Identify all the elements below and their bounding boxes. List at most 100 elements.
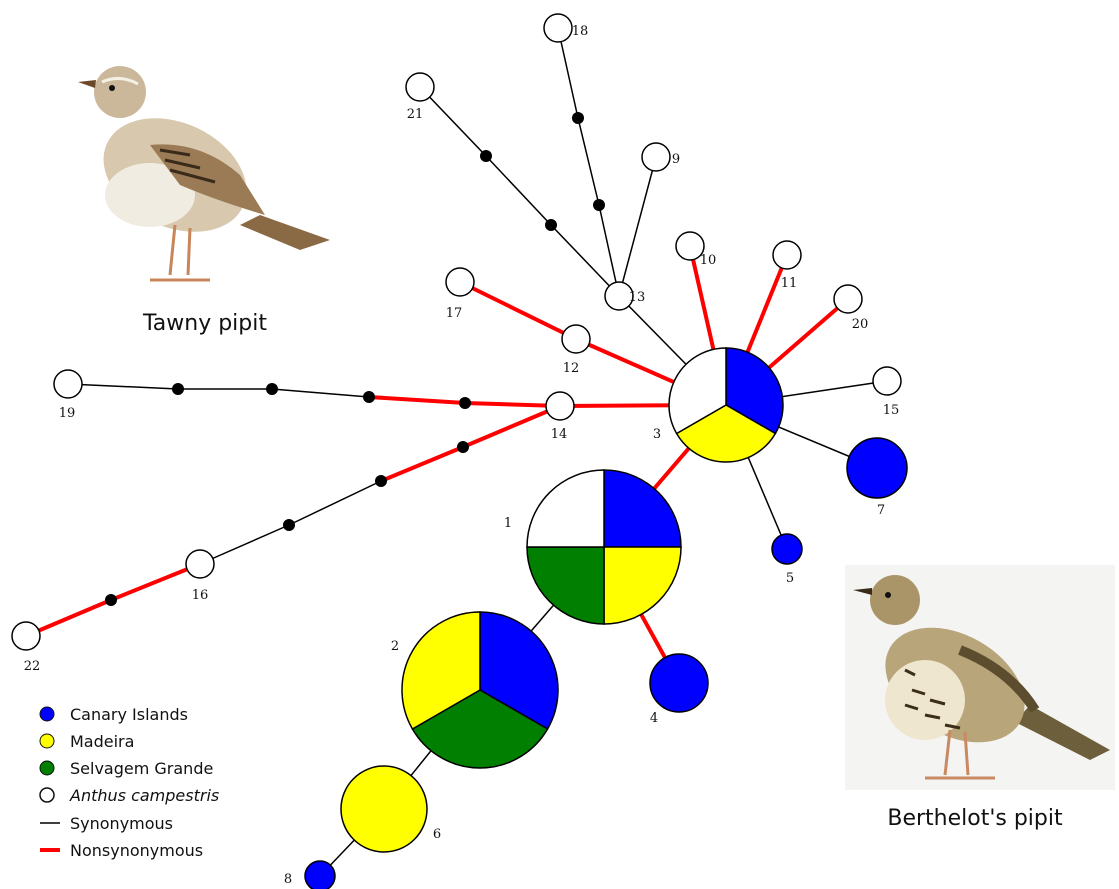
network-edge [485, 155, 552, 226]
pie-slice-selvagem [411, 689, 549, 769]
network-edge [419, 86, 487, 157]
network-edge [288, 480, 382, 526]
network-edge [557, 27, 579, 119]
legend-swatch-canary [39, 706, 55, 722]
network-edge [380, 445, 464, 483]
haplotype-node [53, 369, 83, 399]
haplotype-node [641, 142, 671, 172]
mutation-step-dot [172, 383, 184, 395]
haplotype-node [340, 765, 428, 853]
haplotype-node [872, 366, 902, 396]
haplotype-node [846, 437, 908, 499]
legend-label-campestris: Anthus campestris [69, 786, 219, 805]
network-edge [464, 401, 561, 408]
legend-label-madeira: Madeira [70, 732, 134, 751]
berthelots-pipit-caption: Berthelot's pipit [887, 806, 1063, 831]
haplotype-label: 11 [781, 276, 798, 291]
network-edge [67, 383, 179, 390]
legend: Canary Islands Madeira Selvagem Grande A… [39, 705, 219, 860]
mutation-step-dot [363, 391, 375, 403]
haplotype-node [405, 72, 435, 102]
haplotype-node [561, 324, 591, 354]
tawny-pipit-caption: Tawny pipit [142, 311, 267, 336]
haplotype-label: 8 [284, 872, 292, 887]
network-edge [271, 388, 370, 398]
haplotype-node [543, 13, 573, 43]
network-edge [618, 156, 657, 297]
pie-slice-canary [603, 469, 682, 548]
haplotype-label: 2 [391, 639, 399, 654]
legend-label-selvagem: Selvagem Grande [70, 759, 213, 778]
mutation-step-dot [459, 397, 471, 409]
haplotype-label: 10 [700, 253, 717, 268]
pie-slice-madeira [401, 611, 481, 731]
legend-label-canary: Canary Islands [70, 705, 188, 724]
haplotype-label: 22 [24, 659, 41, 674]
haplotype-label: 19 [59, 406, 76, 421]
haplotype-node [11, 621, 41, 651]
haplotype-nodes [11, 13, 908, 889]
haplotype-label: 14 [551, 427, 568, 442]
tawny-pipit-illustration [78, 66, 330, 282]
haplotype-label: 21 [407, 107, 424, 122]
haplotype-node [604, 281, 634, 311]
pie-slice-campestris [668, 347, 727, 435]
legend-label-synonymous: Synonymous [70, 814, 173, 833]
network-edge [577, 117, 600, 206]
haplotype-label: 16 [192, 588, 209, 603]
legend-swatch-selvagem [39, 760, 55, 776]
haplotype-label: 15 [883, 403, 900, 418]
haplotype-node [772, 240, 802, 270]
berthelots-pipit-illustration [845, 565, 1115, 790]
haplotype-node [833, 284, 863, 314]
haplotype-label: 12 [563, 361, 580, 376]
mutation-step-dot [480, 150, 492, 162]
network-edge [550, 224, 620, 297]
mutation-step-dot [375, 475, 387, 487]
legend-swatch-madeira [39, 733, 55, 749]
haplotype-label: 3 [653, 427, 661, 442]
network-edge [25, 598, 112, 638]
haplotype-label: 7 [877, 503, 885, 518]
haplotype-label: 20 [852, 317, 869, 332]
network-edge [199, 524, 290, 565]
network-edge [368, 395, 466, 405]
network-edge [459, 280, 577, 341]
pie-slice-madeira [603, 546, 682, 625]
mutation-steps [105, 112, 605, 606]
haplotype-node [445, 267, 475, 297]
haplotype-label: 18 [572, 24, 589, 39]
haplotype-label: 4 [650, 711, 658, 726]
pie-slice-campestris [526, 469, 605, 548]
pie-slice-canary [479, 611, 559, 731]
mutation-step-dot [593, 199, 605, 211]
haplotype-label: 17 [446, 306, 463, 321]
haplotype-label: 9 [672, 152, 680, 167]
haplotype-node [649, 653, 709, 713]
mutation-step-dot [545, 219, 557, 231]
mutation-step-dot [266, 383, 278, 395]
haplotype-label: 13 [629, 290, 646, 305]
haplotype-label: 1 [504, 516, 512, 531]
pie-slice-canary [725, 347, 784, 435]
mutation-step-dot [572, 112, 584, 124]
network-edge [110, 562, 201, 602]
haplotype-node [771, 533, 803, 565]
mutation-step-dot [105, 594, 117, 606]
haplotype-node [304, 860, 336, 889]
haplotype-node [545, 391, 575, 421]
network-edge [598, 204, 620, 297]
haplotype-node [185, 549, 215, 579]
network-edge [462, 404, 561, 449]
mutation-step-dot [283, 519, 295, 531]
haplotype-node [675, 231, 705, 261]
legend-swatch-campestris [39, 787, 55, 803]
mutation-step-dot [457, 441, 469, 453]
pie-slice-madeira [675, 404, 777, 463]
haplotype-label: 6 [433, 827, 441, 842]
pie-slice-selvagem [526, 546, 605, 625]
legend-label-nonsynonymous: Nonsynonymous [70, 841, 203, 860]
haplotype-label: 5 [786, 571, 794, 586]
